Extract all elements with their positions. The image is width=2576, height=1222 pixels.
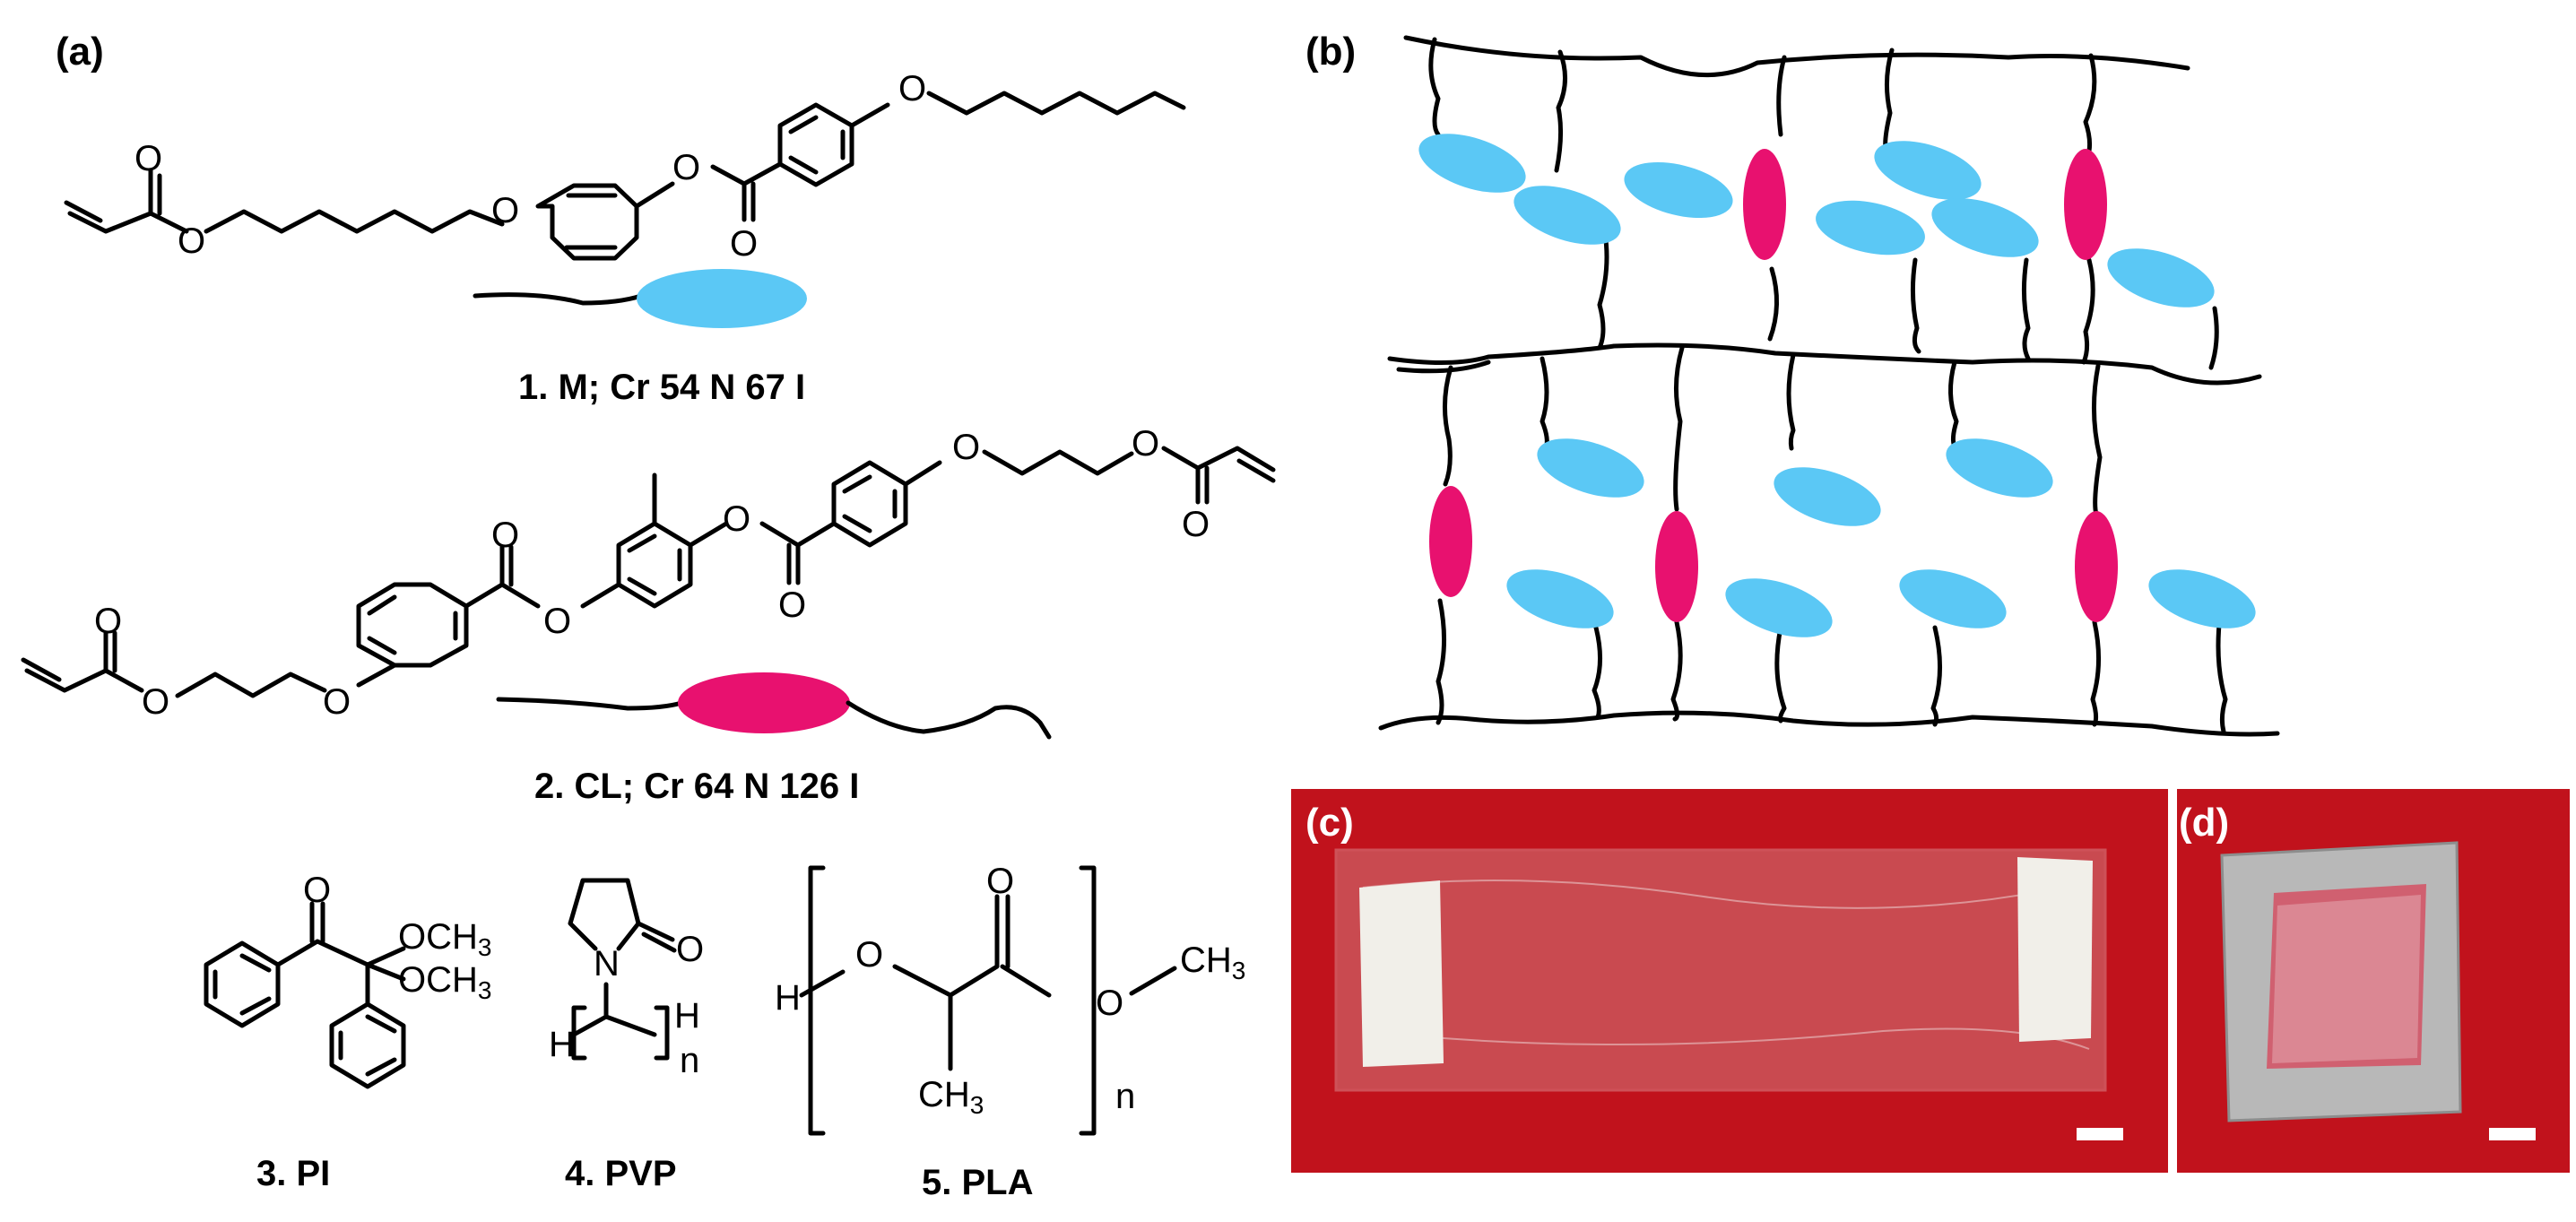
tape-right bbox=[2017, 857, 2093, 1042]
panel-a-label: (a) bbox=[56, 30, 104, 74]
mesogen-m-ellipse bbox=[637, 269, 807, 328]
scale-bar-d bbox=[2489, 1128, 2536, 1140]
tape-left bbox=[1359, 880, 1444, 1067]
compound-cl-label: 2. CL; Cr 64 N 126 I bbox=[534, 767, 859, 806]
atom-o-hexyloxy: O bbox=[898, 69, 926, 108]
pla-ch3-end: CH3 bbox=[1180, 940, 1245, 984]
pla-subscript-n: n bbox=[1115, 1077, 1135, 1116]
compound-pla-structure: H O O O CH3 CH3 n bbox=[775, 862, 1245, 1136]
film-window bbox=[2267, 884, 2426, 1069]
atom-o-ester: O bbox=[178, 221, 205, 261]
cl-atom-o-10: O bbox=[1182, 505, 1210, 544]
mesogen-m bbox=[1514, 186, 1621, 245]
compound-pi-label: 3. PI bbox=[256, 1154, 330, 1193]
pvp-subscript-n: n bbox=[680, 1041, 699, 1080]
compound-m-structure: O O O O O O bbox=[64, 69, 1186, 264]
mesogen-m bbox=[2107, 248, 2215, 308]
compound-cl-cartoon bbox=[496, 672, 1052, 740]
mesogen-m bbox=[1418, 134, 1526, 193]
pi-ome-2: OCH3 bbox=[398, 960, 491, 1004]
atom-o-phenyl-ester: O bbox=[672, 148, 700, 187]
mesogen-m bbox=[1899, 569, 2007, 628]
pvp-atom-n: N bbox=[594, 944, 620, 984]
panel-d-photo: (d) bbox=[2177, 789, 2570, 1173]
cl-atom-o-7: O bbox=[778, 585, 806, 625]
atom-o-ether: O bbox=[491, 191, 519, 230]
cl-atom-o-9: O bbox=[1132, 424, 1159, 464]
panel-a: (a) O O O O O O bbox=[21, 30, 1276, 1202]
mesogen-m bbox=[1725, 578, 1833, 637]
compound-pvp-label: 4. PVP bbox=[565, 1154, 677, 1193]
network-backbones bbox=[1378, 35, 2280, 737]
mesogen-m bbox=[1774, 467, 1881, 526]
mesogens-cl bbox=[1429, 149, 2118, 622]
atom-o-carbonyl: O bbox=[134, 139, 162, 178]
mesogen-m bbox=[1816, 200, 1925, 256]
cl-atom-o-2: O bbox=[142, 682, 169, 722]
mesogen-cl-ellipse bbox=[678, 672, 850, 733]
cl-atom-o-1: O bbox=[94, 602, 122, 641]
pla-atom-h: H bbox=[775, 978, 801, 1018]
cl-atom-o-3: O bbox=[323, 682, 351, 722]
network-crosslinks bbox=[1428, 37, 2228, 734]
mesogen-cl bbox=[2064, 149, 2107, 260]
compound-m-label: 1. M; Cr 54 N 67 I bbox=[518, 368, 805, 407]
mesogen-m bbox=[1946, 438, 2053, 498]
pvp-atom-h-left: H bbox=[549, 1025, 575, 1064]
panel-b: (b) bbox=[1305, 30, 2280, 737]
mesogen-cl bbox=[1429, 486, 1472, 597]
cl-atom-o-5: O bbox=[543, 602, 571, 641]
mesogen-m bbox=[1931, 198, 2039, 257]
scale-bar-c bbox=[2077, 1128, 2123, 1140]
panel-c-photo: (c) bbox=[1291, 789, 2168, 1173]
compound-pi-structure: O OCH3 OCH3 bbox=[204, 871, 491, 1089]
mesogens-m bbox=[1418, 134, 2256, 637]
cl-atom-o-8: O bbox=[952, 428, 980, 467]
compound-pvp-structure: O N H H n bbox=[549, 878, 704, 1080]
mesogen-cl bbox=[1655, 511, 1698, 622]
pvp-atom-o: O bbox=[676, 930, 704, 969]
pla-ch3-side: CH3 bbox=[918, 1075, 984, 1119]
panel-c-label: (c) bbox=[1305, 801, 1354, 845]
pvp-atom-h-right: H bbox=[674, 996, 700, 1036]
pi-ome-1: OCH3 bbox=[398, 917, 491, 961]
compound-pla-label: 5. PLA bbox=[922, 1163, 1033, 1202]
mesogen-m bbox=[1874, 141, 1982, 200]
mesogen-m bbox=[1624, 161, 1733, 219]
cl-atom-o-6: O bbox=[723, 499, 750, 539]
pla-atom-o-end: O bbox=[1096, 984, 1123, 1023]
mesogen-m bbox=[2148, 569, 2256, 628]
atom-o-carbonyl-2: O bbox=[730, 224, 758, 264]
mesogen-m bbox=[1506, 569, 1614, 628]
compound-cl-structure: O O O O O O O O O O bbox=[21, 424, 1276, 722]
cl-atom-o-4: O bbox=[491, 516, 519, 555]
compound-m-cartoon bbox=[473, 269, 807, 328]
mesogen-cl bbox=[2075, 511, 2118, 622]
mesogen-m bbox=[1537, 438, 1644, 498]
pla-atom-o-carbonyl: O bbox=[986, 862, 1014, 901]
panel-d-label: (d) bbox=[2179, 801, 2229, 845]
panel-b-label: (b) bbox=[1305, 30, 1356, 74]
pla-atom-o-ether: O bbox=[855, 935, 883, 975]
pi-atom-o: O bbox=[303, 871, 331, 910]
mesogen-cl bbox=[1743, 149, 1786, 260]
film-strip bbox=[1334, 848, 2107, 1092]
